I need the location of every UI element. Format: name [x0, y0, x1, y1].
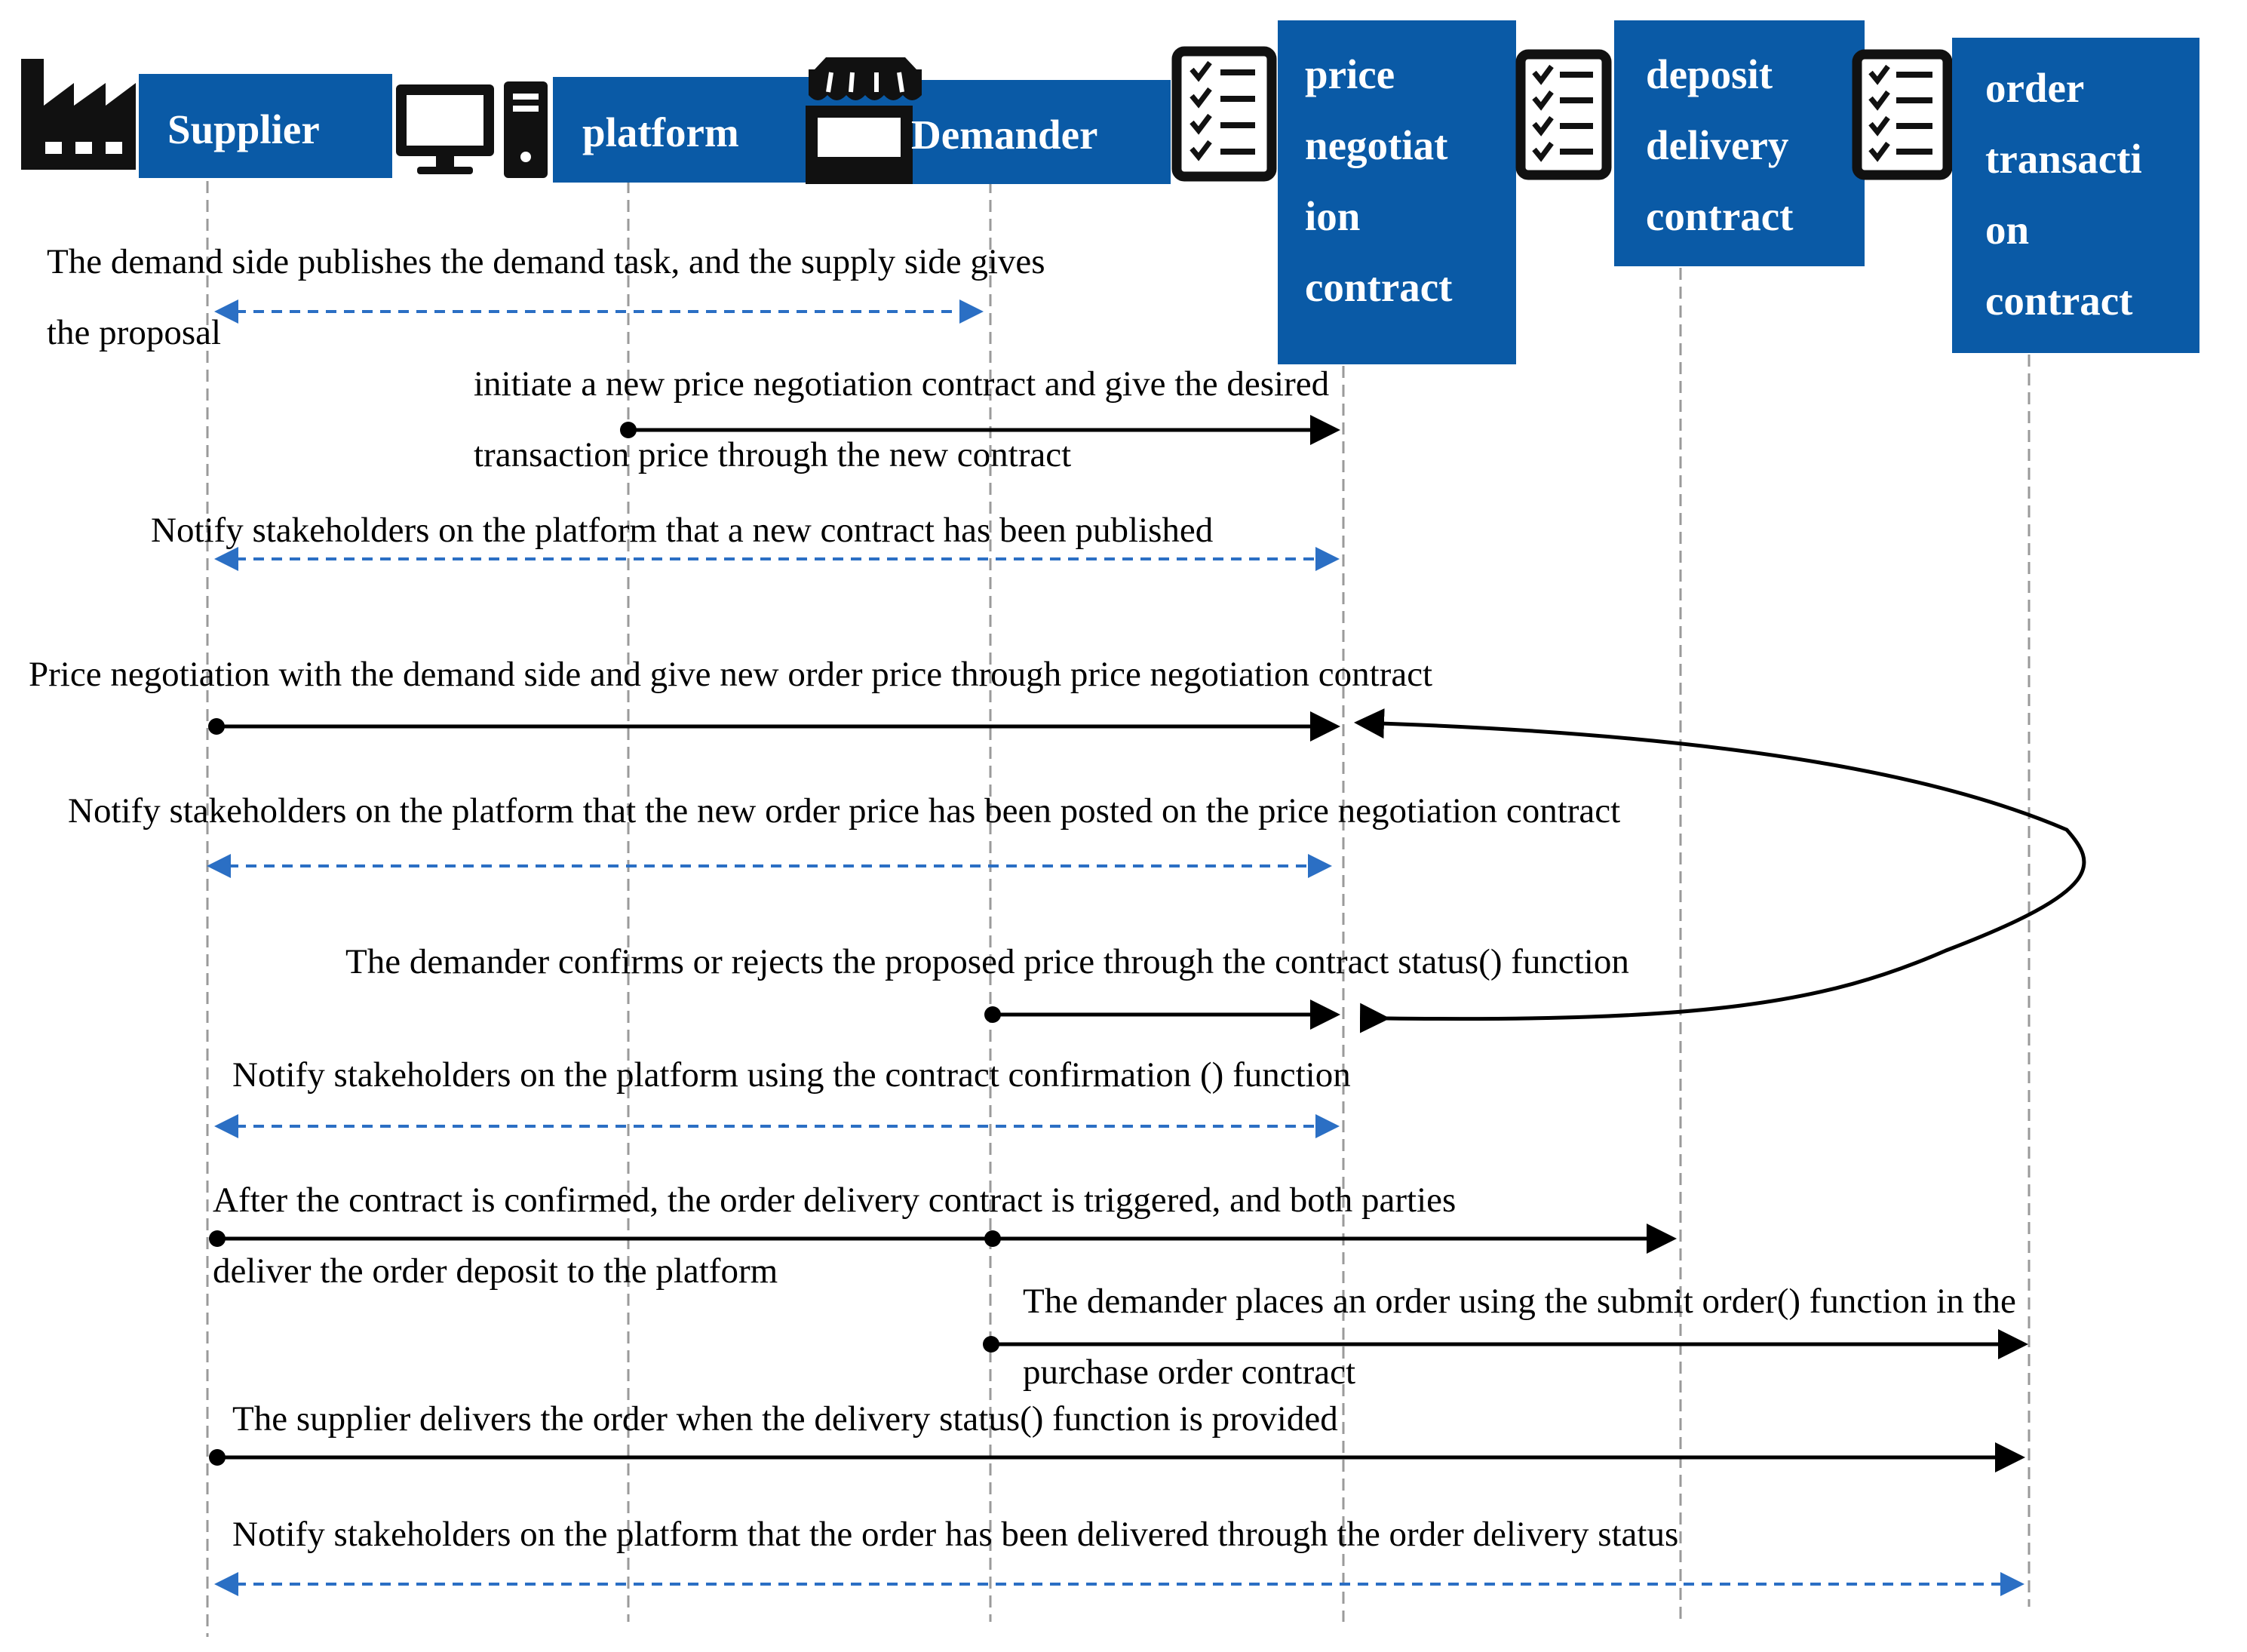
message-6-text: The demander confirms or rejects the pro…: [345, 942, 1629, 981]
message-8-text: After the contract is confirmed, the ord…: [213, 1181, 1465, 1291]
message-9-line-2: purchase order contract: [1023, 1353, 1355, 1392]
price-contract-label: price negotiat ion contract: [1305, 51, 1458, 310]
supplier-label: Supplier: [167, 106, 320, 152]
checklist-icon: [1171, 46, 1277, 182]
checklist-icon: [1515, 49, 1612, 180]
message-10-text: The supplier delivers the order when the…: [232, 1399, 1338, 1439]
message-7: Notify stakeholders on the platform usin…: [214, 1055, 1351, 1138]
message-4: Price negotiation with the demand side a…: [29, 655, 1432, 742]
participant-supplier: Supplier: [21, 59, 392, 178]
message-10: The supplier delivers the order when the…: [209, 1399, 2025, 1472]
message-11-text: Notify stakeholders on the platform that…: [232, 1515, 1678, 1554]
message-11: Notify stakeholders on the platform that…: [214, 1515, 2024, 1596]
message-2-line-1: initiate a new price negotiation contrac…: [474, 364, 1329, 404]
message-1-text: The demand side publishes the demand tas…: [47, 242, 1054, 352]
message-2-text: initiate a new price negotiation contrac…: [474, 364, 1338, 474]
message-8: After the contract is confirmed, the ord…: [209, 1181, 1677, 1291]
order-contract-label-line-4: contract: [1985, 278, 2133, 324]
loop-arrow: [1354, 708, 2086, 1033]
message-6: The demander confirms or rejects the pro…: [345, 942, 1629, 1030]
message-8-line-2: deliver the order deposit to the platfor…: [213, 1251, 778, 1291]
message-11-line-1: Notify stakeholders on the platform that…: [232, 1515, 1678, 1554]
deposit-contract-label-line-1: deposit: [1646, 51, 1773, 97]
message-5: Notify stakeholders on the platform that…: [68, 791, 1620, 878]
order-contract-label: order transacti on contract: [1985, 65, 2152, 324]
message-8-line-1: After the contract is confirmed, the ord…: [213, 1181, 1456, 1220]
message-5-line-1: Notify stakeholders on the platform that…: [68, 791, 1620, 831]
checklist-icon: [1852, 49, 1953, 180]
demander-label: Demander: [911, 112, 1097, 158]
platform-header-box: [553, 77, 823, 183]
message-1-line-1: The demand side publishes the demand tas…: [47, 242, 1045, 281]
store-icon: [806, 57, 922, 184]
message-10-line-1: The supplier delivers the order when the…: [232, 1399, 1338, 1439]
message-1-line-2: the proposal: [47, 313, 221, 352]
message-2: initiate a new price negotiation contrac…: [474, 364, 1340, 474]
message-9: The demander places an order using the s…: [983, 1282, 2028, 1392]
message-1: The demand side publishes the demand tas…: [47, 242, 1054, 352]
order-contract-label-line-2: transacti: [1985, 136, 2142, 182]
message-9-text: The demander places an order using the s…: [1023, 1282, 2025, 1392]
message-9-line-1: The demander places an order using the s…: [1023, 1282, 2016, 1321]
message-6-line-1: The demander confirms or rejects the pro…: [345, 942, 1629, 981]
message-7-text: Notify stakeholders on the platform usin…: [232, 1055, 1351, 1095]
order-contract-header-box: [1952, 38, 2199, 353]
deposit-contract-label-line-2: delivery: [1646, 122, 1788, 168]
computer-icon: [396, 81, 548, 178]
supplier-header-box: [139, 74, 392, 178]
price-contract-label-line-1: price: [1305, 51, 1395, 97]
price-contract-label-line-3: ion: [1305, 193, 1360, 239]
message-3: Notify stakeholders on the platform that…: [151, 511, 1340, 571]
factory-icon: [21, 59, 136, 170]
participant-demander: Demander: [806, 57, 1171, 184]
lifelines: [206, 181, 2031, 1637]
price-contract-header-box: [1278, 20, 1516, 364]
message-3-text: Notify stakeholders on the platform that…: [151, 511, 1213, 550]
message-3-line-1: Notify stakeholders on the platform that…: [151, 511, 1213, 550]
participant-order-transaction-contract: order transacti on contract: [1852, 38, 2199, 353]
price-contract-label-line-2: negotiat: [1305, 122, 1448, 168]
order-contract-label-line-1: order: [1985, 65, 2084, 111]
order-contract-label-line-3: on: [1985, 207, 2029, 253]
participant-platform: platform: [396, 77, 823, 183]
price-contract-label-line-4: contract: [1305, 264, 1453, 310]
deposit-contract-label: deposit delivery contract: [1646, 51, 1799, 239]
platform-label: platform: [582, 109, 739, 155]
message-5-text: Notify stakeholders on the platform that…: [68, 791, 1620, 831]
deposit-contract-label-line-3: contract: [1646, 193, 1794, 239]
message-4-line-1: Price negotiation with the demand side a…: [29, 655, 1432, 694]
participant-price-negotiation-contract: price negotiat ion contract: [1171, 20, 1516, 364]
participant-deposit-delivery-contract: deposit delivery contract: [1515, 20, 1865, 266]
message-7-line-1: Notify stakeholders on the platform usin…: [232, 1055, 1351, 1095]
message-4-text: Price negotiation with the demand side a…: [29, 655, 1432, 694]
message-2-line-2: transaction price through the new contra…: [474, 435, 1071, 474]
deposit-contract-header-box: [1614, 20, 1865, 266]
